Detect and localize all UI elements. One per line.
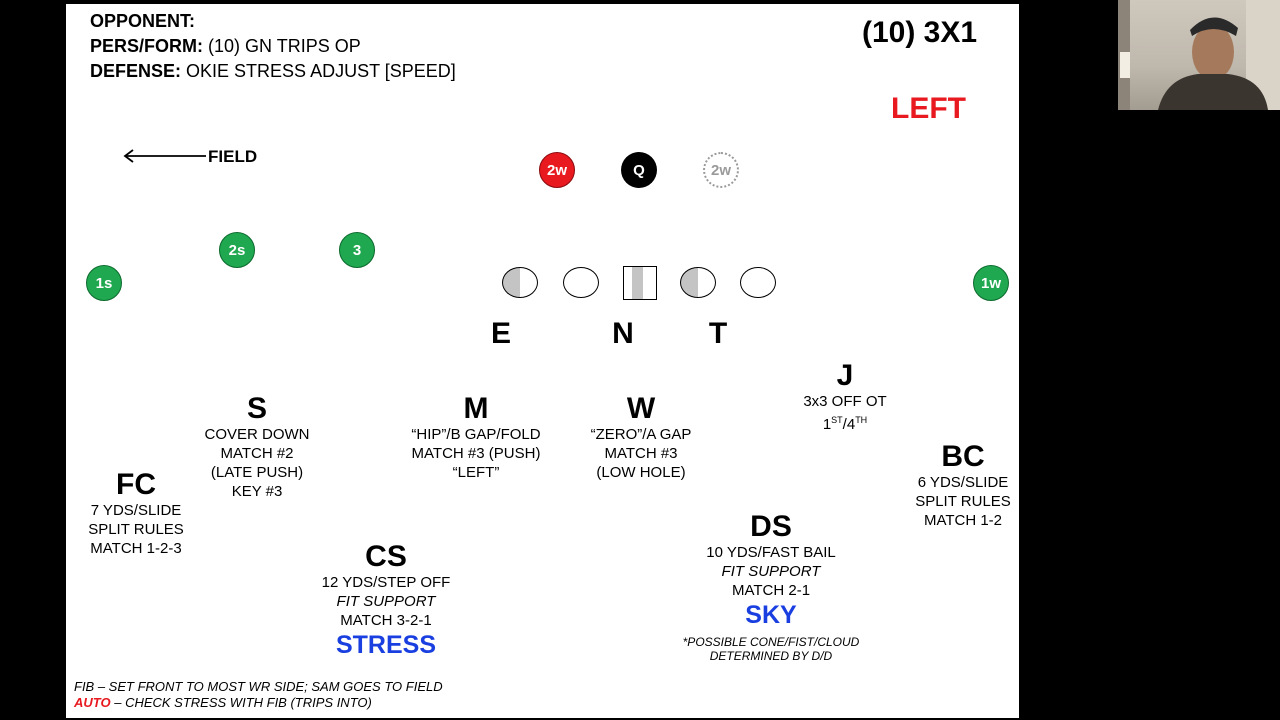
defender-ds-line-1: 10 YDS/FAST BAIL <box>706 544 836 561</box>
defender-j-line-1: 3x3 OFF OT <box>803 393 887 410</box>
opponent-line: OPPONENT: <box>90 9 195 34</box>
defense-line: DEFENSE: OKIE STRESS ADJUST [SPEED] <box>90 59 456 84</box>
defender-s-line-1: COVER DOWN <box>204 426 310 443</box>
ol-left-tackle <box>502 267 538 298</box>
defender-m-line-3: “LEFT” <box>452 464 500 481</box>
defender-bc: BC 6 YDS/SLIDE SPLIT RULES MATCH 1-2 <box>915 441 1011 530</box>
formation-tag: (10) 3X1 <box>862 16 978 49</box>
defender-j-name: J <box>836 359 854 392</box>
defender-m-line-2: MATCH #3 (PUSH) <box>411 445 541 462</box>
defender-j: J 3x3 OFF OT 1ST/4TH <box>803 360 886 434</box>
receiver-1s: 1s <box>86 265 122 301</box>
defender-ds-line-3: MATCH 2-1 <box>731 582 811 599</box>
dline-t: T <box>708 317 728 350</box>
receiver-3: 3 <box>339 232 375 268</box>
footer-auto-line: AUTO – CHECK STRESS WITH FIB (TRIPS INTO… <box>74 695 372 711</box>
ol-center <box>623 266 657 300</box>
footer-auto-text: – CHECK STRESS WITH FIB (TRIPS INTO) <box>110 695 372 710</box>
defender-s-line-4: KEY #3 <box>231 483 283 500</box>
defender-s-name: S <box>246 392 267 425</box>
defender-ds: DS 10 YDS/FAST BAIL FIT SUPPORT MATCH 2-… <box>682 510 860 664</box>
defender-m-name: M <box>463 392 489 425</box>
back-2w-red: 2w <box>539 152 575 188</box>
defender-fc-name: FC <box>115 468 156 501</box>
quarterback: Q <box>621 152 657 188</box>
personnel-label: PERS/FORM: <box>90 36 204 56</box>
personnel-value: (10) GN TRIPS OP <box>208 36 361 56</box>
defender-fc: FC 7 YDS/SLIDE SPLIT RULES MATCH 1-2-3 <box>88 469 184 558</box>
defender-cs-line-3: MATCH 3-2-1 <box>340 612 432 629</box>
defender-ds-name: DS <box>750 510 792 543</box>
defense-label: DEFENSE: <box>90 61 182 81</box>
footer-fib-line: FIB – SET FRONT TO MOST WR SIDE; SAM GOE… <box>74 679 443 694</box>
defender-s-line-2: MATCH #2 <box>220 445 294 462</box>
ol-right-tackle <box>740 267 776 298</box>
defender-w-line-3: (LOW HOLE) <box>596 464 686 481</box>
direction-label: LEFT <box>891 92 966 125</box>
receiver-2s: 2s <box>219 232 255 268</box>
defender-w-name: W <box>626 392 656 425</box>
defender-m-line-1: “HIP”/B GAP/FOLD <box>411 426 541 443</box>
field-arrow-icon <box>123 149 206 163</box>
defender-fc-line-2: SPLIT RULES <box>88 521 184 538</box>
defender-w-line-2: MATCH #3 <box>604 445 678 462</box>
ds-note-2: DETERMINED BY D/D <box>709 649 833 663</box>
dline-n: N <box>612 317 634 350</box>
defender-s: S COVER DOWN MATCH #2 (LATE PUSH) KEY #3 <box>205 393 310 501</box>
defender-w: W “ZERO”/A GAP MATCH #3 (LOW HOLE) <box>591 393 692 482</box>
defender-cs-line-1: 12 YDS/STEP OFF <box>321 574 451 591</box>
defender-ds-line-2: FIT SUPPORT <box>721 563 821 580</box>
field-label: FIELD <box>208 147 258 166</box>
defender-cs: CS 12 YDS/STEP OFF FIT SUPPORT MATCH 3-2… <box>322 541 451 660</box>
footer-auto-label: AUTO <box>74 695 111 710</box>
defender-bc-line-1: 6 YDS/SLIDE <box>917 474 1009 491</box>
ds-call-sky: SKY <box>745 601 797 629</box>
ol-left-guard <box>563 267 599 298</box>
receiver-1w: 1w <box>973 265 1009 301</box>
presenter-silhouette <box>1118 0 1280 110</box>
defender-cs-line-2: FIT SUPPORT <box>336 593 436 610</box>
ol-right-guard <box>680 267 716 298</box>
defender-j-line-2: 1ST/4TH <box>822 415 868 433</box>
play-slide: OPPONENT: PERS/FORM: (10) GN TRIPS OP DE… <box>66 4 1019 718</box>
defender-w-line-1: “ZERO”/A GAP <box>590 426 692 443</box>
back-2w-alt: 2w <box>703 152 739 188</box>
dline-e: E <box>490 317 512 350</box>
webcam-feed <box>1118 0 1280 110</box>
defender-cs-name: CS <box>365 540 407 573</box>
defender-bc-line-2: SPLIT RULES <box>915 493 1011 510</box>
ds-note-1: *POSSIBLE CONE/FIST/CLOUD <box>682 635 860 649</box>
defense-value: OKIE STRESS ADJUST [SPEED] <box>186 61 456 81</box>
personnel-line: PERS/FORM: (10) GN TRIPS OP <box>90 34 361 59</box>
cs-call-stress: STRESS <box>335 631 437 659</box>
defender-fc-line-3: MATCH 1-2-3 <box>90 540 182 557</box>
defender-bc-name: BC <box>941 440 985 473</box>
defender-m: M “HIP”/B GAP/FOLD MATCH #3 (PUSH) “LEFT… <box>411 393 540 482</box>
defender-bc-line-3: MATCH 1-2 <box>923 512 1003 529</box>
defender-fc-line-1: 7 YDS/SLIDE <box>90 502 182 519</box>
opponent-label: OPPONENT: <box>90 11 196 31</box>
defender-s-line-3: (LATE PUSH) <box>210 464 304 481</box>
